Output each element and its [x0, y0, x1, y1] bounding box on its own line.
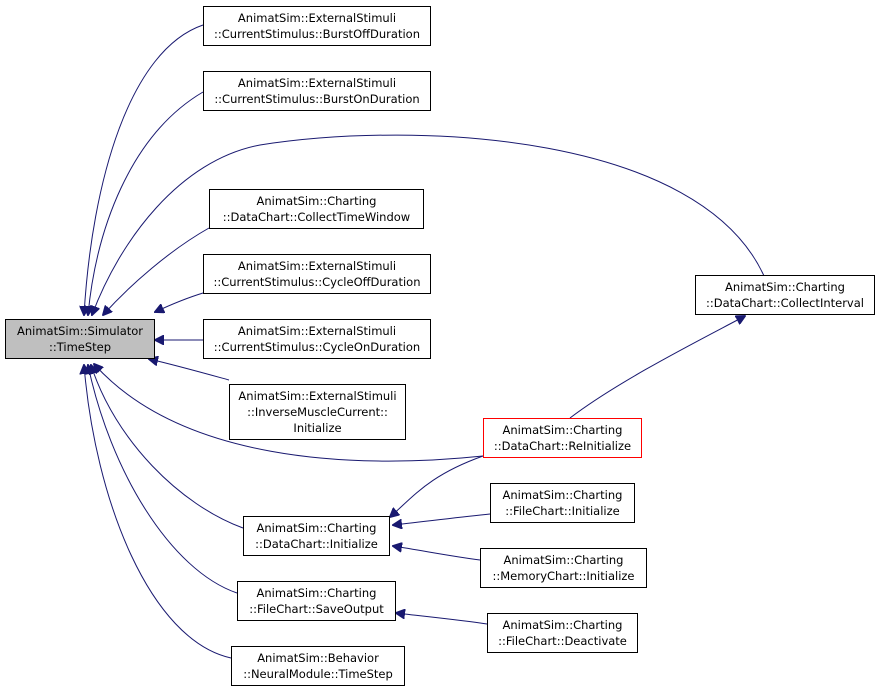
edge-burst-on-to-root — [88, 91, 204, 315]
edge-cycle-off-to-root — [155, 292, 204, 312]
edge-save-output-to-root — [88, 365, 238, 594]
node-cycle-off-duration[interactable]: AnimatSim::ExternalStimuli ::CurrentStim… — [203, 254, 431, 294]
edge-reinitialize-to-datachart-init — [390, 455, 484, 517]
node-datachart-init-line1: AnimatSim::Charting — [256, 521, 377, 535]
edge-collect-interval-to-root — [92, 134, 765, 315]
node-filechart-init-line1: AnimatSim::Charting — [502, 488, 623, 502]
node-deactivate-line1: AnimatSim::Charting — [502, 618, 623, 632]
node-cycle-on-duration-line1: AnimatSim::ExternalStimuli — [237, 324, 397, 338]
node-collect-time-window-line1: AnimatSim::Charting — [256, 194, 377, 208]
edge-deactivate-to-save-output — [396, 613, 488, 625]
node-filechart-init-line2: ::FileChart::Initialize — [505, 504, 620, 518]
node-filechart-initialize[interactable]: AnimatSim::Charting ::FileChart::Initial… — [490, 483, 635, 523]
node-inverse-muscle-line2: ::InverseMuscleCurrent:: — [247, 405, 388, 419]
node-neural-timestep-line1: AnimatSim::Behavior — [257, 651, 379, 665]
node-simulator-timestep[interactable]: AnimatSim::Simulator ::TimeStep — [5, 319, 155, 359]
node-collect-time-window[interactable]: AnimatSim::Charting ::DataChart::Collect… — [209, 189, 424, 229]
node-collect-interval-line1: AnimatSim::Charting — [725, 280, 845, 294]
edge-memorychart-init-to-datachart-init — [393, 546, 481, 561]
node-cycle-on-duration[interactable]: AnimatSim::ExternalStimuli ::CurrentStim… — [203, 319, 431, 359]
node-reinitialize-line1: AnimatSim::Charting — [502, 423, 623, 437]
node-deactivate-line2: ::FileChart::Deactivate — [498, 634, 627, 648]
edge-burst-off-to-root — [84, 24, 204, 315]
node-save-output-line2: ::FileChart::SaveOutput — [249, 602, 384, 616]
node-cycle-on-duration-line2: ::CurrentStimulus::CycleOnDuration — [213, 340, 421, 354]
node-burst-on-duration-line1: AnimatSim::ExternalStimuli — [237, 76, 397, 90]
node-inverse-muscle-current-initialize[interactable]: AnimatSim::ExternalStimuli ::InverseMusc… — [229, 384, 406, 440]
edge-inverse-muscle-to-root — [149, 359, 230, 381]
node-datachart-reinitialize[interactable]: AnimatSim::Charting ::DataChart::ReIniti… — [483, 418, 642, 458]
edge-reinitialize-to-collect-interval — [569, 316, 745, 419]
node-neuralmodule-timestep[interactable]: AnimatSim::Behavior ::NeuralModule::Time… — [231, 646, 405, 686]
node-burst-off-duration-line1: AnimatSim::ExternalStimuli — [237, 11, 397, 25]
node-neural-timestep-line2: ::NeuralModule::TimeStep — [243, 667, 393, 681]
node-reinitialize-line2: ::DataChart::ReInitialize — [493, 439, 632, 453]
node-burst-off-duration[interactable]: AnimatSim::ExternalStimuli ::CurrentStim… — [203, 6, 431, 46]
node-memorychart-init-line2: ::MemoryChart::Initialize — [492, 569, 635, 583]
node-filechart-save-output[interactable]: AnimatSim::Charting ::FileChart::SaveOut… — [237, 581, 396, 621]
edge-collect-time-window-to-root — [103, 227, 210, 315]
node-inverse-muscle-line1: AnimatSim::ExternalStimuli — [238, 389, 397, 403]
node-simulator-timestep-line1: AnimatSim::Simulator — [16, 324, 144, 338]
edge-datachart-init-to-root — [91, 365, 244, 529]
node-burst-on-duration-line2: ::CurrentStimulus::BurstOnDuration — [214, 92, 420, 106]
node-filechart-deactivate[interactable]: AnimatSim::Charting ::FileChart::Deactiv… — [487, 613, 638, 653]
node-cycle-off-duration-line2: ::CurrentStimulus::CycleOffDuration — [213, 275, 421, 289]
node-datachart-initialize[interactable]: AnimatSim::Charting ::DataChart::Initial… — [243, 516, 390, 556]
node-save-output-line1: AnimatSim::Charting — [256, 586, 377, 600]
node-burst-on-duration[interactable]: AnimatSim::ExternalStimuli ::CurrentStim… — [203, 71, 431, 111]
node-burst-off-duration-line2: ::CurrentStimulus::BurstOffDuration — [214, 27, 420, 41]
edge-neural-timestep-to-root — [84, 365, 232, 659]
node-collect-time-window-line2: ::DataChart::CollectTimeWindow — [222, 210, 411, 224]
node-simulator-timestep-line2: ::TimeStep — [48, 340, 112, 354]
node-cycle-off-duration-line1: AnimatSim::ExternalStimuli — [237, 259, 397, 273]
edge-filechart-init-to-datachart-init — [393, 513, 491, 525]
node-collect-interval-line2: ::DataChart::CollectInterval — [706, 296, 864, 310]
node-inverse-muscle-line3: Initialize — [293, 421, 342, 435]
node-memorychart-initialize[interactable]: AnimatSim::Charting ::MemoryChart::Initi… — [480, 548, 647, 588]
node-datachart-init-line2: ::DataChart::Initialize — [255, 537, 378, 551]
edge-reinitialize-to-root — [94, 364, 484, 462]
node-collect-interval[interactable]: AnimatSim::Charting ::DataChart::Collect… — [695, 275, 875, 315]
node-memorychart-init-line1: AnimatSim::Charting — [503, 553, 624, 567]
